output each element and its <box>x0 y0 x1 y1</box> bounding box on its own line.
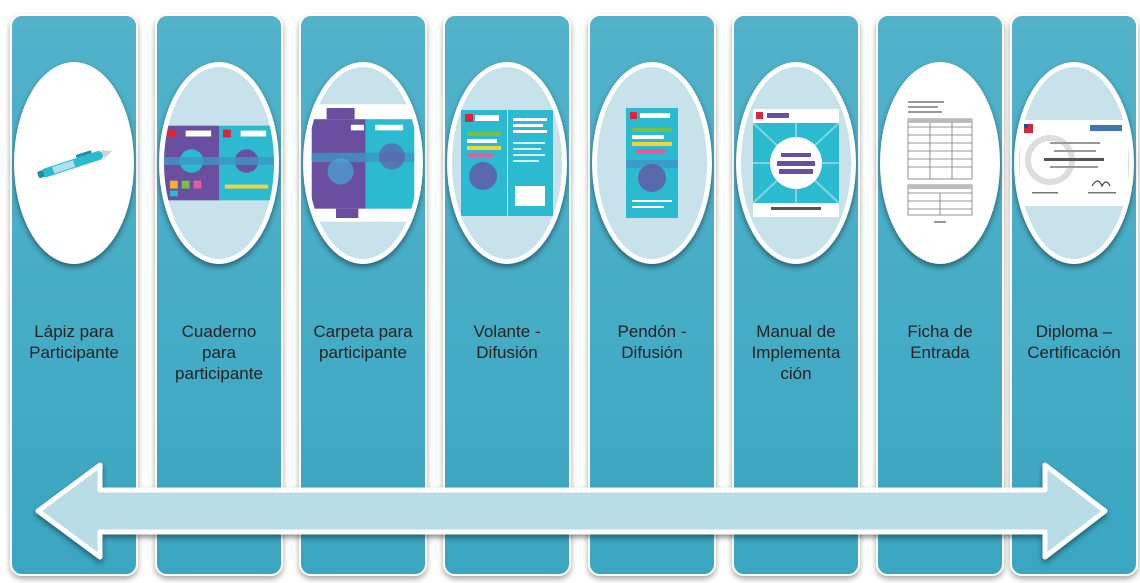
pen-image-oval <box>14 62 134 264</box>
step-label: Ficha de Entrada <box>907 322 973 362</box>
manual-icon <box>753 109 839 217</box>
diploma-icon <box>1020 120 1128 206</box>
step-label: Lápiz para Participante <box>29 322 119 362</box>
step-label: Pendón - Difusión <box>617 322 687 362</box>
banner-icon <box>626 108 678 218</box>
flyer-image-oval <box>447 62 567 264</box>
column-notebook: Cuaderno para participante <box>155 14 283 576</box>
column-flyer: Volante - Difusión <box>443 14 571 576</box>
folder-icon <box>308 104 418 222</box>
form-icon <box>904 97 976 229</box>
manual-image-oval <box>736 62 856 264</box>
diploma-image-oval <box>1014 62 1134 264</box>
notebook-icon <box>164 125 274 201</box>
flyer-icon <box>461 110 553 216</box>
folder-image-oval <box>303 62 423 264</box>
step-label: Cuaderno para participante <box>175 322 263 383</box>
column-banner: Pendón - Difusión <box>588 14 716 576</box>
notebook-image-oval <box>159 62 279 264</box>
column-manual: Manual de Implementa ción <box>732 14 860 576</box>
column-diploma: Diploma – Certificación <box>1010 14 1138 576</box>
step-label: Volante - Difusión <box>473 322 541 362</box>
step-label: Diploma – Certificación <box>1027 322 1121 362</box>
form-image-oval <box>880 62 1000 264</box>
step-label: Carpeta para participante <box>313 322 413 362</box>
banner-image-oval <box>592 62 712 264</box>
column-folder: Carpeta para participante <box>299 14 427 576</box>
step-label: Manual de Implementa ción <box>751 322 841 383</box>
pen-icon <box>37 149 113 179</box>
column-form: Ficha de Entrada <box>876 14 1004 576</box>
